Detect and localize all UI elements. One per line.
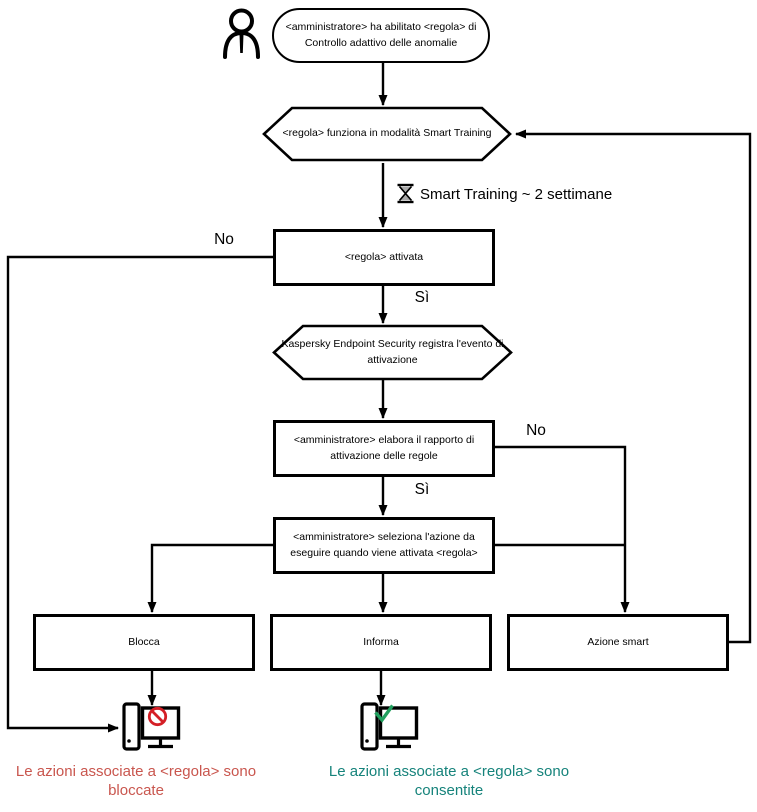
node-inform: Informa <box>270 614 492 671</box>
label-yes-report: Sì <box>414 481 430 498</box>
node-block: Blocca <box>33 614 255 671</box>
computer-allowed-icon <box>360 702 419 751</box>
node-kes-logs-event: Kaspersky Endpoint Security registra l'e… <box>272 324 513 381</box>
computer-blocked-icon <box>122 702 181 751</box>
prohibit-icon <box>147 706 168 727</box>
node-admin-report: <amministratore> elabora il rapporto di … <box>273 420 495 477</box>
training-duration-note: Smart Training ~ 2 settimane <box>420 186 613 203</box>
label-no-report: No <box>526 422 546 439</box>
check-icon <box>374 704 394 723</box>
node-rule-activated: <regola> attivata <box>273 229 495 286</box>
label-yes-activated: Sì <box>414 289 430 306</box>
hexagon-shape <box>272 324 513 381</box>
caption-actions-allowed: Le azioni associate a <regola> sono cons… <box>328 763 570 800</box>
node-smart-action: Azione smart <box>507 614 729 671</box>
edge-report-no <box>495 445 630 613</box>
node-start: <amministratore> ha abilitato <regola> d… <box>272 8 490 63</box>
edge-select-to-block <box>147 543 273 613</box>
hourglass-icon <box>397 183 414 204</box>
caption-actions-blocked: Le azioni associate a <regola> sono bloc… <box>15 763 257 800</box>
hexagon-label: Kaspersky Endpoint Security registra l'e… <box>281 338 504 366</box>
edge-activated-no-loop <box>6 255 273 733</box>
label-no-activated: No <box>214 231 234 248</box>
node-admin-select-action: <amministratore> seleziona l'azione da e… <box>273 517 495 574</box>
edge-smart-action-loop <box>515 129 752 644</box>
hexagon-shape <box>262 106 512 162</box>
node-smart-training-mode: <regola> funziona in modalità Smart Trai… <box>262 106 512 162</box>
hexagon-label: <regola> funziona in modalità Smart Trai… <box>282 127 492 140</box>
person-icon <box>223 8 260 59</box>
